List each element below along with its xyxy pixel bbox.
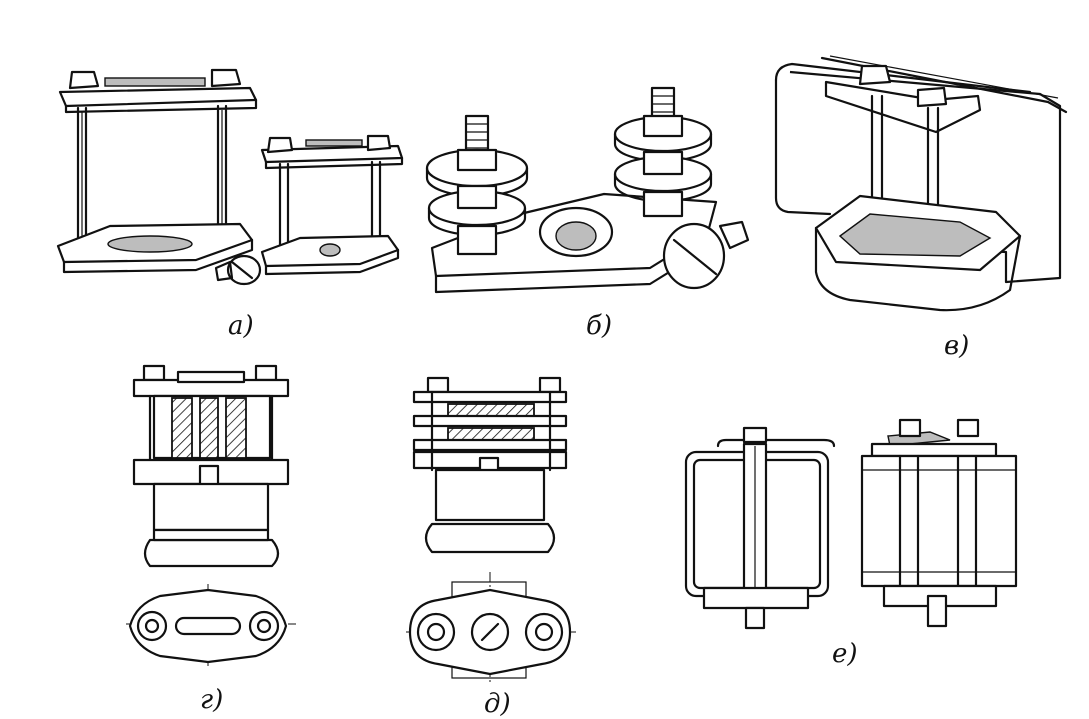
figure-v: в) (774, 55, 1068, 361)
figure-a: a) (56, 68, 404, 341)
caption-b: б) (586, 311, 612, 341)
caption-a: a) (228, 311, 254, 341)
small-clamp-drawing (260, 134, 404, 276)
front-view-drawing (684, 426, 836, 630)
right-stud-drawing (613, 86, 713, 218)
left-stud-drawing (425, 114, 529, 256)
figure-b: б) (425, 86, 750, 341)
figure-e: е) (684, 418, 1018, 669)
caption-v: в) (944, 331, 969, 361)
large-clamp-drawing (56, 68, 262, 286)
caption-e: е) (832, 639, 858, 669)
side-view-drawing (860, 418, 1018, 628)
caption-d: д) (484, 689, 511, 719)
figure-g: г) (126, 364, 296, 715)
caption-g: г) (200, 685, 223, 715)
screw-drawing (662, 220, 750, 290)
figure-d: д) (406, 376, 576, 719)
